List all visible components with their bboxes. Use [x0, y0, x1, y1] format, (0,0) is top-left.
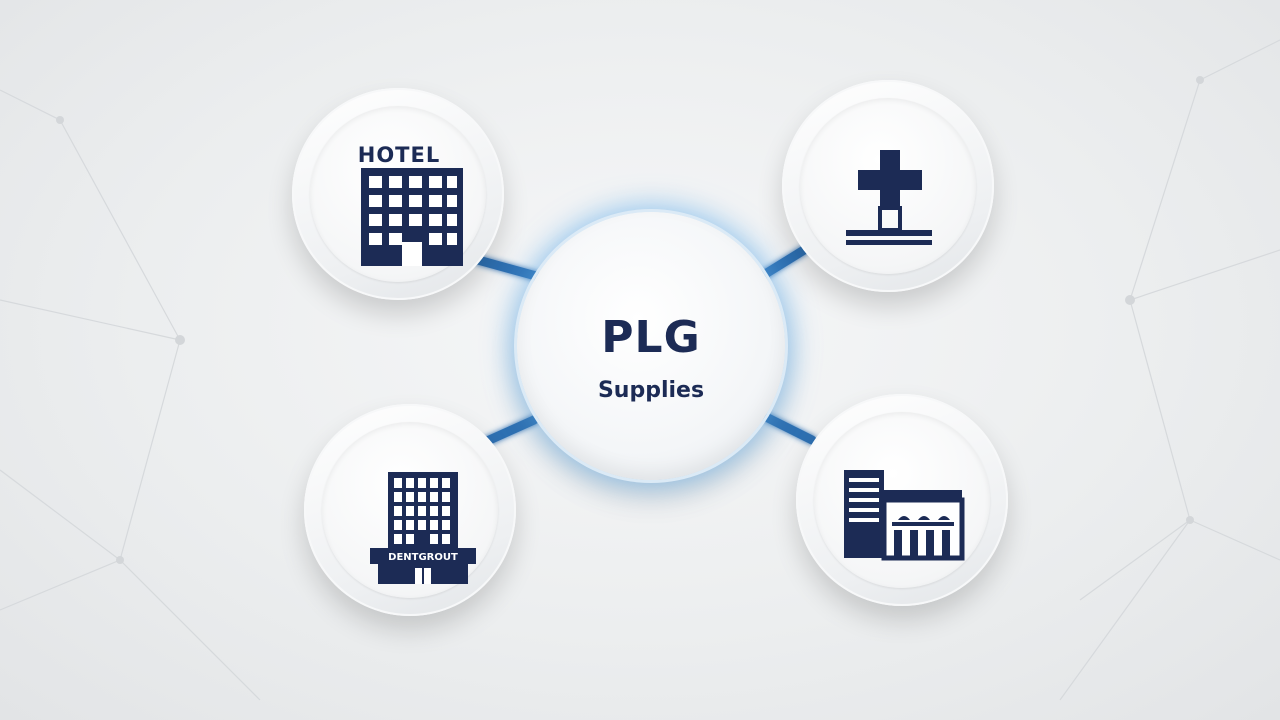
hotel-label: HOTEL [358, 143, 440, 167]
storefront-node [796, 394, 1008, 606]
hub-title: PLG [601, 312, 701, 363]
hospital-node [782, 80, 994, 292]
connector-hotel [473, 255, 541, 281]
connector-shop [763, 413, 817, 445]
hub-subtitle: Supplies [597, 378, 705, 403]
office-building-icon: DENTGROUT [370, 472, 476, 584]
office-node: DENTGROUT [304, 404, 516, 616]
office-sign-text: DENTGROUT [388, 552, 458, 563]
medical-cross-icon [846, 150, 932, 245]
connector-hospital [757, 245, 809, 281]
hotel-building-icon: HOTEL [358, 143, 463, 266]
storefront-building-icon [844, 470, 965, 561]
hotel-node: HOTEL [292, 88, 504, 300]
hub-node: PLG Supplies [517, 212, 785, 480]
